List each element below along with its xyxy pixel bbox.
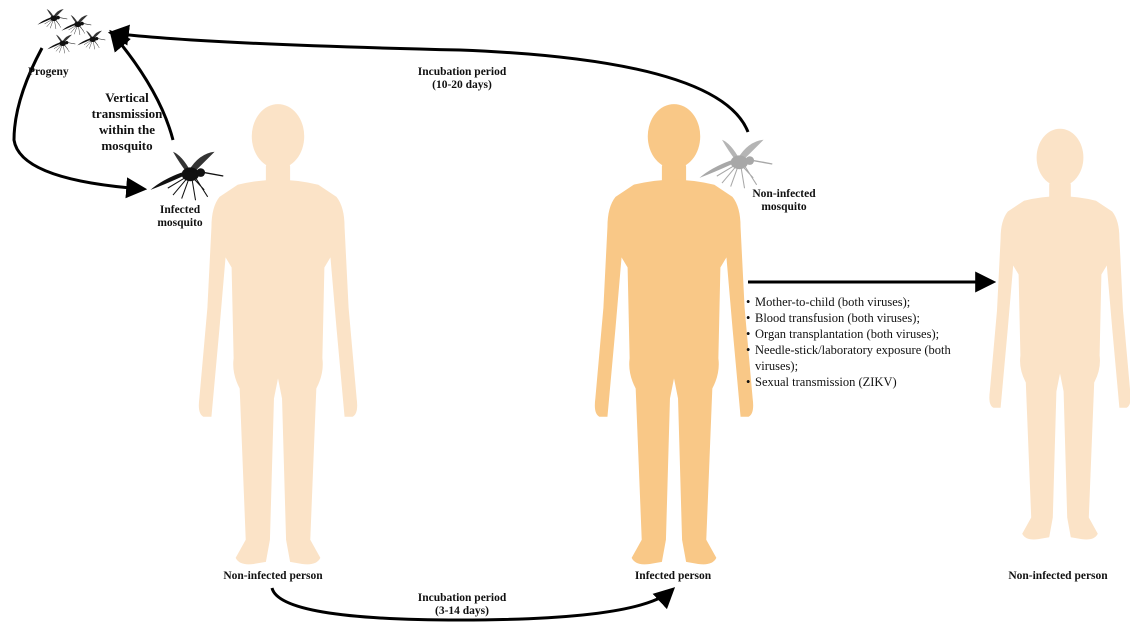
mosquito-incubation-label: Incubation period (10-20 days) (392, 66, 532, 92)
non-infected-mosquito-label: Non-infected mosquito (732, 188, 836, 214)
non-infected-mosquito-icon (699, 140, 772, 189)
vertical-transmission-line: Vertical (72, 90, 182, 106)
human-incubation-line: (3-14 days) (392, 605, 532, 618)
route-item: Organ transplantation (both viruses); (746, 326, 996, 342)
infected-mosquito-icon (150, 152, 223, 201)
infected-mosquito-line: mosquito (136, 217, 224, 230)
vertical-transmission-label: Vertical transmission within the mosquit… (72, 90, 182, 154)
human-incubation-label: Incubation period (3-14 days) (392, 592, 532, 618)
vertical-transmission-line: within the (72, 122, 182, 138)
non-infected-mosquito-line: mosquito (732, 201, 836, 214)
route-item: Blood transfusion (both viruses); (746, 310, 996, 326)
progeny-label: Progeny (28, 66, 69, 79)
route-item: Mother-to-child (both viruses); (746, 294, 996, 310)
vertical-transmission-line: transmission (72, 106, 182, 122)
non-infected-mosquito-line: Non-infected (732, 188, 836, 201)
mosquito-incubation-line: Incubation period (392, 66, 532, 79)
other-transmission-routes-list: Mother-to-child (both viruses); Blood tr… (746, 294, 996, 390)
route-item: Sexual transmission (ZIKV) (746, 374, 996, 390)
infected-mosquito-label: Infected mosquito (136, 204, 224, 230)
infected-mosquito-line: Infected (136, 204, 224, 217)
person-center-label: Infected person (598, 570, 748, 583)
route-item: Needle-stick/laboratory exposure (both v… (746, 342, 996, 374)
infected-person-center (595, 104, 753, 564)
non-infected-person-right (989, 129, 1130, 540)
human-incubation-line: Incubation period (392, 592, 532, 605)
progeny-mosquitoes-icon (37, 9, 105, 53)
person-right-label: Non-infected person (990, 570, 1126, 583)
vertical-transmission-line: mosquito (72, 138, 182, 154)
person-left-label: Non-infected person (198, 570, 348, 583)
mosquito-incubation-line: (10-20 days) (392, 79, 532, 92)
non-infected-person-left (199, 104, 357, 564)
